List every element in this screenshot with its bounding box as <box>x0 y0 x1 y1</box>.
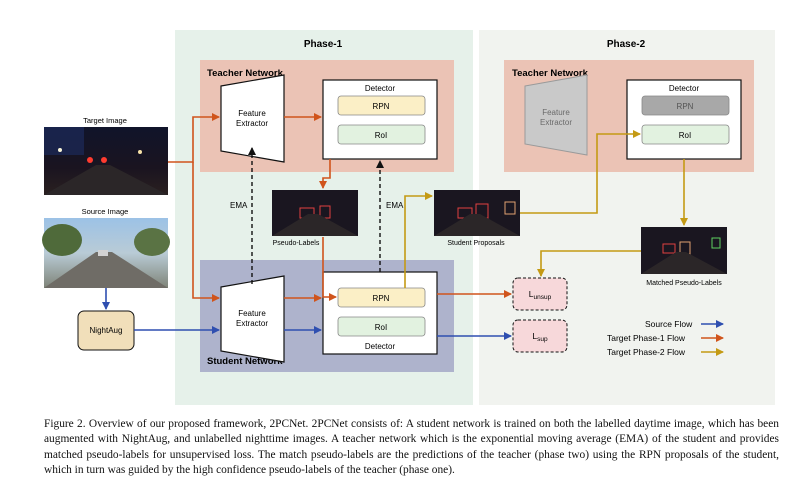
source-image-label: Source Image <box>82 207 129 216</box>
teacher-roi-phase1 <box>337 124 426 145</box>
student-detector-label: Detector <box>365 342 396 351</box>
teacher-detector-label-phase2: Detector <box>669 84 700 93</box>
pseudo-labels-label: Pseudo-Labels <box>273 240 320 247</box>
teacher-network-label-phase1: Teacher Network <box>207 68 284 79</box>
ema-label-right: EMA <box>386 201 404 210</box>
loss-unsup-subscript: unsup <box>534 294 552 301</box>
teacher-detector-label-phase1: Detector <box>365 84 396 93</box>
teacher-roi-label-phase2: RoI <box>679 131 691 140</box>
loss-unsup-label: Lunsup <box>529 289 552 301</box>
flow-detector-to-pseudo <box>319 159 331 189</box>
student-fe-text2: Extractor <box>236 319 268 328</box>
ema-label-left: EMA <box>230 201 248 210</box>
student-roi-label: RoI <box>375 323 387 332</box>
matched-pseudo-labels-label: Matched Pseudo-Labels <box>646 280 722 287</box>
legend: Source Flow Target Phase-1 Flow Target P… <box>607 319 724 357</box>
legend-phase1-label: Target Phase-1 Flow <box>607 333 686 343</box>
student-network-label: Student Network <box>207 356 283 367</box>
teacher-network-label-phase2: Teacher Network <box>512 68 589 79</box>
teacher-rpn-phase2 <box>641 95 730 116</box>
flow-pseudo-to-rpn <box>322 237 337 301</box>
teacher-rpn-phase1 <box>337 95 426 116</box>
student-proposals-label: Student Proposals <box>447 240 505 247</box>
figure-caption: Figure 2. Overview of our proposed frame… <box>44 418 779 477</box>
target-image-label: Target Image <box>83 116 127 125</box>
flow-matched-to-unsup-loss <box>537 250 641 277</box>
teacher-fe-text1: Feature <box>238 109 266 118</box>
teacher-detector-phase1 <box>322 79 438 160</box>
source-image <box>42 218 170 288</box>
loss-sup-box <box>512 319 568 353</box>
teacher-roi-label-phase1: RoI <box>375 131 387 140</box>
loss-unsup-box <box>512 277 568 311</box>
nightaug-label: NightAug <box>90 326 123 335</box>
teacher-fe-text2: Extractor <box>236 119 268 128</box>
target-image <box>44 127 168 195</box>
phase2-title: Phase-2 <box>607 39 646 50</box>
loss-sup-main: L <box>532 331 537 341</box>
legend-phase2-label: Target Phase-2 Flow <box>607 347 686 357</box>
student-detector <box>322 271 438 355</box>
teacher-detector-phase2 <box>626 79 742 160</box>
pseudo-labels-image <box>272 190 358 236</box>
teacher-fe2-text2: Extractor <box>540 118 572 127</box>
teacher-roi-phase2 <box>641 124 730 145</box>
flow-proposals-to-teacher-roi <box>520 130 641 214</box>
student-rpn <box>337 287 426 308</box>
student-fe-text1: Feature <box>238 309 266 318</box>
teacher-rpn-label-phase2: RPN <box>677 102 694 111</box>
student-proposals-image <box>434 190 520 236</box>
flow-target-to-student <box>192 162 220 302</box>
flow-target-split <box>168 113 220 163</box>
loss-unsup-main: L <box>529 289 534 299</box>
phase1-title: Phase-1 <box>304 39 343 50</box>
teacher-feature-extractor-phase1 <box>220 74 285 163</box>
student-rpn-label: RPN <box>373 294 390 303</box>
flow-rpn-to-student-proposals <box>404 192 433 288</box>
student-roi <box>337 316 426 337</box>
legend-source-label: Source Flow <box>645 319 693 329</box>
matched-pseudo-labels-image <box>641 227 727 274</box>
loss-sup-subscript: sup <box>537 336 548 343</box>
teacher-rpn-label-phase1: RPN <box>373 102 390 111</box>
teacher-feature-extractor-phase2 <box>524 74 588 156</box>
framework-diagram: Phase-1 Phase-2 Teacher Network Teacher … <box>42 30 775 405</box>
student-feature-extractor <box>220 275 285 363</box>
teacher-fe2-text1: Feature <box>542 108 570 117</box>
loss-sup-label: Lsup <box>532 331 548 343</box>
